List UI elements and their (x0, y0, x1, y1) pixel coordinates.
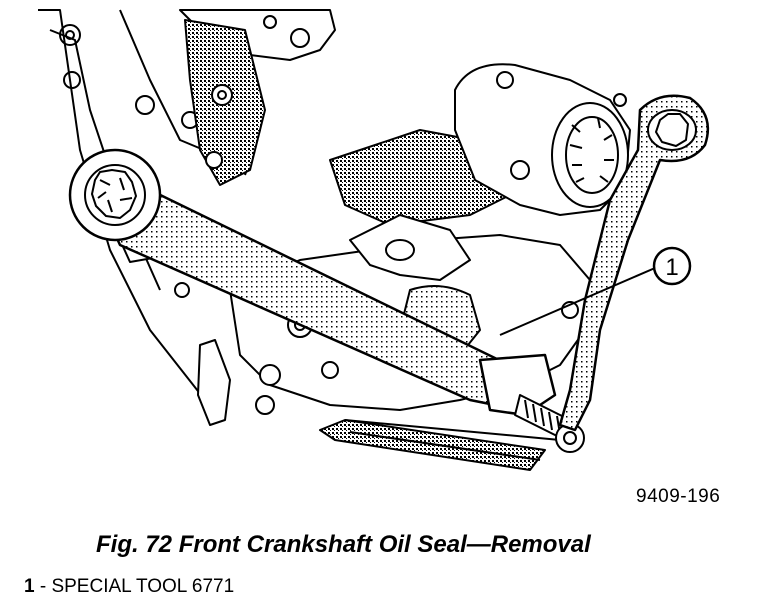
special-tool-handle (558, 94, 710, 432)
callout-leader (499, 267, 656, 336)
figure-caption: Fig. 72 Front Crankshaft Oil Seal—Remova… (96, 531, 591, 558)
oil-pan-rail (319, 419, 561, 471)
sprocket-housing (454, 63, 631, 216)
legend-number: 1 (24, 576, 35, 597)
figure-id: 9409-196 (636, 486, 721, 507)
engine-illustration: 1 (38, 9, 710, 471)
legend-item: 1 - SPECIAL TOOL 6771 (24, 576, 234, 598)
legend-text: - SPECIAL TOOL 6771 (34, 576, 235, 597)
callout-number: 1 (665, 254, 678, 281)
callout-1: 1 (652, 246, 692, 286)
special-tool-puller (478, 353, 585, 453)
special-tool-bar (68, 148, 542, 412)
